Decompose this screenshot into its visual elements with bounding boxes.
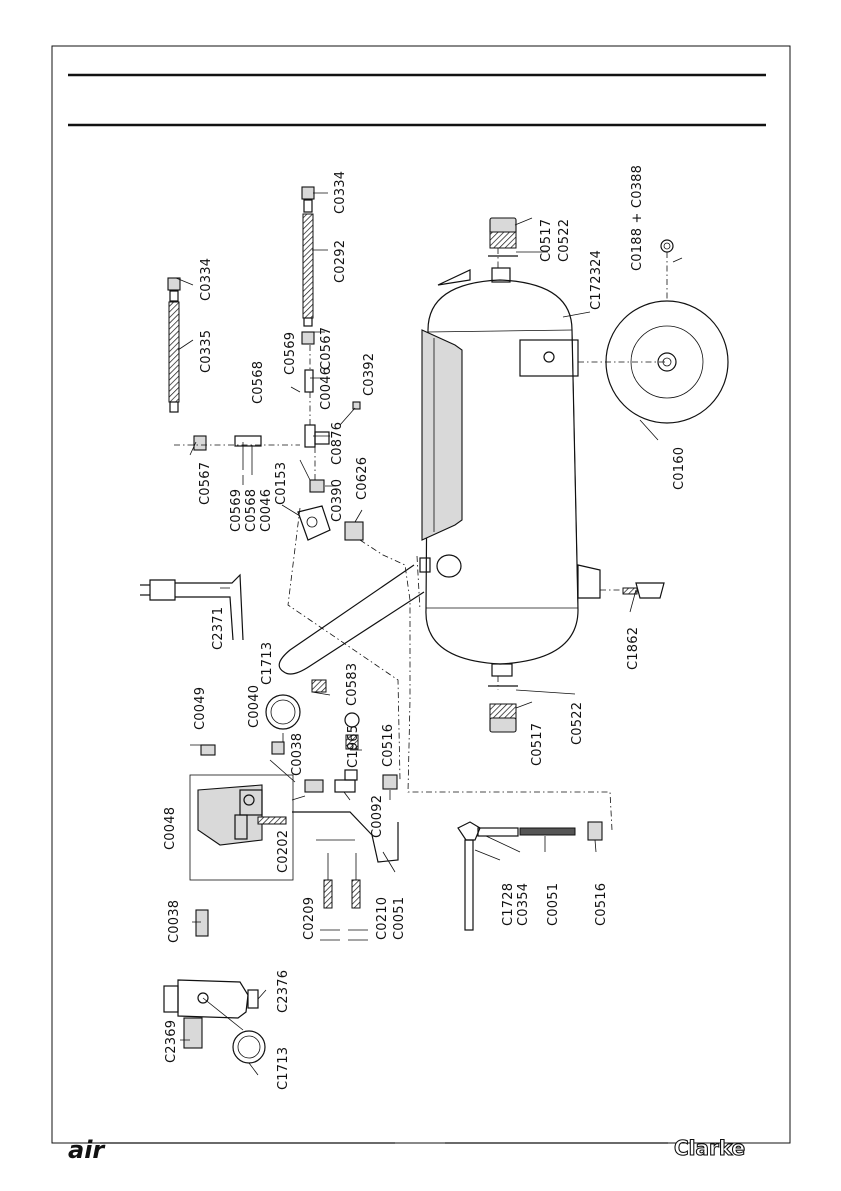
cable-c0209 [323, 879, 333, 909]
safety-valve-ring [344, 712, 360, 728]
label-c172324: C172324 [589, 250, 604, 310]
label-c1728: C1728 [501, 883, 516, 926]
safety-valve-c1965 [345, 734, 359, 750]
label-c0517-low: C0517 [530, 723, 545, 766]
nipple-c0038-low [195, 909, 209, 937]
fitting-c0626 [344, 521, 364, 541]
label-c0516-mid: C0516 [381, 724, 396, 767]
label-c0334-top: C0334 [333, 171, 348, 214]
pressure-switch-frame [189, 774, 294, 881]
pressure-switch [197, 784, 287, 846]
fitting-c0516-mid [382, 774, 398, 790]
label-c0522-top: C0522 [557, 219, 572, 262]
rubber-foot [635, 582, 665, 599]
label-c0292: C0292 [333, 240, 348, 283]
label-c1713-low: C1713 [276, 1047, 291, 1090]
label-c0568-left: C0568 [244, 489, 259, 532]
union-c0038-mid [304, 779, 324, 793]
air-logo: air [68, 1136, 106, 1164]
label-c0392: C0392 [362, 353, 377, 396]
label-c0354: C0354 [516, 883, 531, 926]
cable-c0210 [351, 879, 361, 909]
left-union-nut [193, 435, 207, 451]
label-c0153: C0153 [274, 462, 289, 505]
label-c0210: C0210 [375, 897, 390, 940]
label-c0567-top: C0567 [319, 327, 334, 370]
gauge-c1713-top [265, 694, 301, 730]
label-c0040: C0040 [247, 685, 262, 728]
label-c0390: C0390 [330, 479, 345, 522]
left-braided-hose [167, 277, 181, 413]
bottom-drain-plug [488, 685, 518, 733]
left-check-tube [234, 435, 262, 447]
label-c0049: C0049 [193, 687, 208, 730]
label-c2371: C2371 [211, 607, 226, 650]
label-c0876: C0876 [330, 422, 345, 465]
label-c0092: C0092 [370, 795, 385, 838]
fitting-c0040 [271, 741, 285, 755]
filter-c0583 [311, 679, 327, 693]
label-c1713-top: C1713 [260, 642, 275, 685]
label-c2376: C2376 [276, 970, 291, 1013]
label-c0209: C0209 [302, 897, 317, 940]
outlet-c2369 [183, 1017, 203, 1049]
label-c1862: C1862 [626, 627, 641, 670]
unloader-c0049 [200, 744, 216, 756]
label-c0517-top: C0517 [539, 219, 554, 262]
foot-bolt [622, 587, 638, 595]
label-c0569-left: C0569 [229, 489, 244, 532]
label-c0516-low: C0516 [594, 883, 609, 926]
handle-bar [278, 564, 425, 675]
label-c0583: C0583 [345, 663, 360, 706]
label-c0202: C0202 [276, 830, 291, 873]
label-c2369: C2369 [164, 1020, 179, 1063]
drain-valve-group [457, 821, 603, 931]
label-c0051-low: C0051 [546, 883, 561, 926]
label-c0188-c0388: C0188 + C0388 [630, 165, 645, 271]
label-c0568-top: C0568 [251, 361, 266, 404]
label-c0038-low: C0038 [167, 900, 182, 943]
label-c0569-top: C0569 [283, 332, 298, 375]
valve-c0153 [297, 505, 331, 541]
label-c1965: C1965 [346, 725, 361, 768]
part-labels: C0334 C0292 C0567 C0569 C0568 C0046 C039… [163, 165, 687, 1090]
label-c0038-mid: C0038 [290, 733, 305, 776]
page-border [51, 45, 791, 1144]
union-c0390 [309, 479, 325, 493]
label-c0334-left: C0334 [199, 258, 214, 301]
regulator-c2376 [163, 979, 259, 1019]
label-c0160: C0160 [672, 447, 687, 490]
power-cord-c2371 [140, 573, 244, 641]
t-branch [314, 431, 330, 445]
hose-c0051-mid [292, 811, 399, 863]
label-c0626: C0626 [355, 457, 370, 500]
air-receiver-tank [419, 267, 601, 677]
label-c0048: C0048 [163, 807, 178, 850]
small-nut [352, 401, 361, 410]
check-tube-top [304, 369, 314, 393]
top-drain-plug [488, 217, 518, 257]
label-c0522-low: C0522 [570, 702, 585, 745]
tee-c0092 [334, 779, 356, 793]
label-c0046-top: C0046 [319, 367, 334, 410]
upper-braided-hose [301, 186, 315, 345]
label-c0046-left: C0046 [259, 489, 274, 532]
label-c0051-mid: C0051 [392, 897, 407, 940]
label-c0335: C0335 [199, 330, 214, 373]
label-c0567-left: C0567 [198, 462, 213, 505]
clarke-logo: Clarke [674, 1136, 745, 1160]
